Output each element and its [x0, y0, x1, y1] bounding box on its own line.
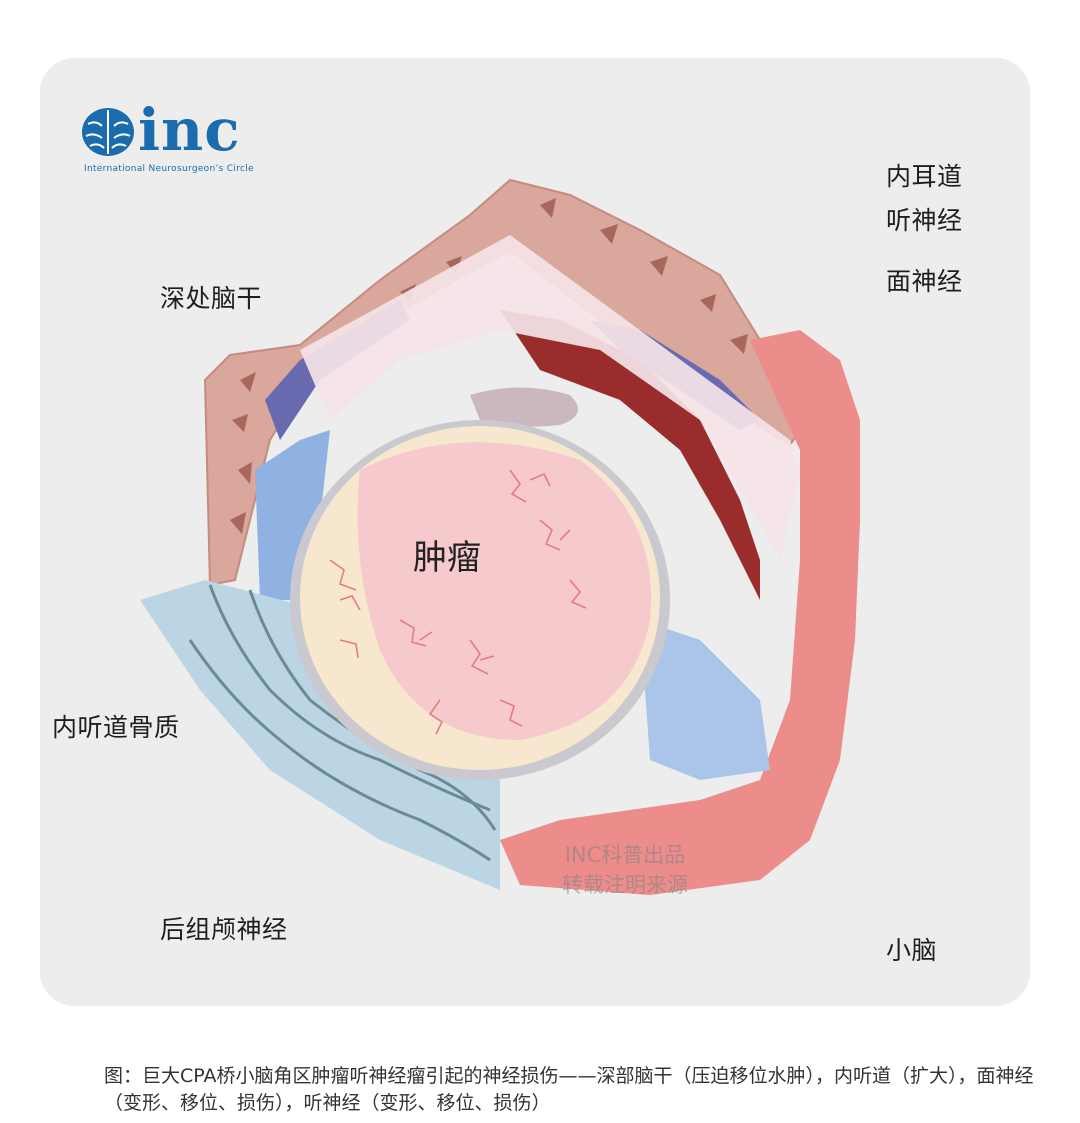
logo-subtitle: International Neurosurgeon’s Circle	[84, 164, 254, 174]
deep-brainstem	[470, 387, 578, 427]
watermark-line-1: INC科普出品	[564, 843, 686, 867]
watermark: INC科普出品 转载注明来源	[540, 840, 710, 900]
arachnoid-sheet	[300, 235, 800, 560]
figure-caption: 图：巨大CPA桥小脑角区肿瘤听神经瘤引起的神经损伤——深部脑干（压迫移位水肿），…	[104, 1065, 1034, 1114]
label-auditory-nerve: 听神经	[886, 206, 963, 235]
cerebellum-surface	[500, 330, 860, 895]
label-lower-cranial-nerves: 后组颅神经	[160, 915, 288, 944]
logo-wordmark: inc	[138, 96, 241, 164]
label-cerebellum: 小脑	[886, 936, 938, 965]
brain-logo-icon	[82, 108, 134, 156]
label-internal-auditory-canal: 内耳道	[886, 162, 963, 191]
csf-right	[640, 620, 770, 780]
csf-left	[255, 430, 330, 600]
tumor-mass	[290, 420, 670, 780]
label-facial-nerve: 面神经	[886, 267, 963, 296]
label-tumor: 肿瘤	[413, 538, 481, 578]
label-iac-bone: 内听道骨质	[52, 713, 180, 742]
watermark-line-2: 转载注明来源	[562, 873, 688, 897]
label-deep-brainstem: 深处脑干	[160, 284, 263, 313]
